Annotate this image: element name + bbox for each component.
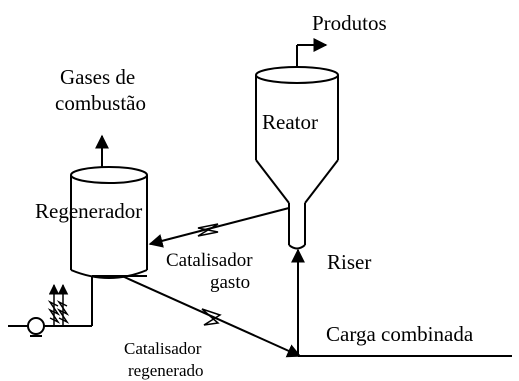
spent-catalyst-line [148, 207, 290, 248]
products-outlet [296, 38, 328, 67]
regenerator-bottom [70, 269, 148, 279]
spent-catalyst-label-line1: Catalisador [166, 250, 253, 271]
reactor-top [255, 66, 339, 84]
reactor-label: Reator [262, 110, 318, 134]
regenerator-label: Regenerador [35, 199, 142, 223]
flue-gases-label-line1: Gases de [60, 65, 135, 89]
spent-catalyst-valve-icon [197, 223, 219, 237]
reactor-cone-right [304, 159, 339, 204]
spent-catalyst-label-line2: gasto [210, 272, 250, 293]
riser-tube [288, 203, 306, 250]
regenerated-catalyst-valve-icon [201, 308, 222, 326]
reactor-cone-left [255, 159, 290, 204]
air-supply [8, 275, 147, 337]
regenerator-vessel [70, 166, 148, 279]
flue-gases-label-line2: combustão [55, 91, 146, 115]
air-distributor-icon [47, 283, 70, 326]
regenerated-catalyst-label-line1: Catalisador [124, 339, 202, 358]
regenerator-top [70, 166, 148, 184]
blower-icon [27, 317, 45, 335]
products-label: Produtos [312, 11, 387, 35]
combined-feed-label: Carga combinada [326, 322, 474, 346]
regenerated-catalyst-line [121, 275, 302, 358]
regenerated-catalyst-label-line2: regenerado [128, 361, 204, 380]
reactor-vessel [255, 66, 339, 204]
riser-label: Riser [327, 250, 371, 274]
